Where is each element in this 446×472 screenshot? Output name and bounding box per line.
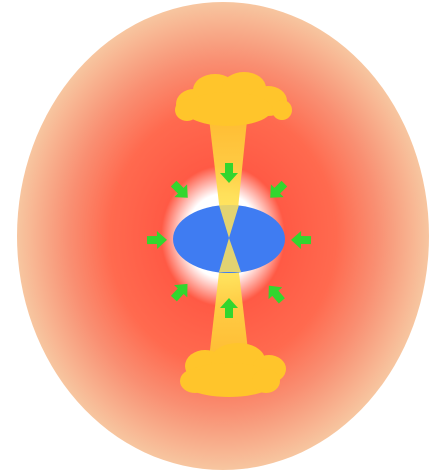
- diagram: [0, 0, 446, 472]
- diagram-svg: [0, 0, 446, 472]
